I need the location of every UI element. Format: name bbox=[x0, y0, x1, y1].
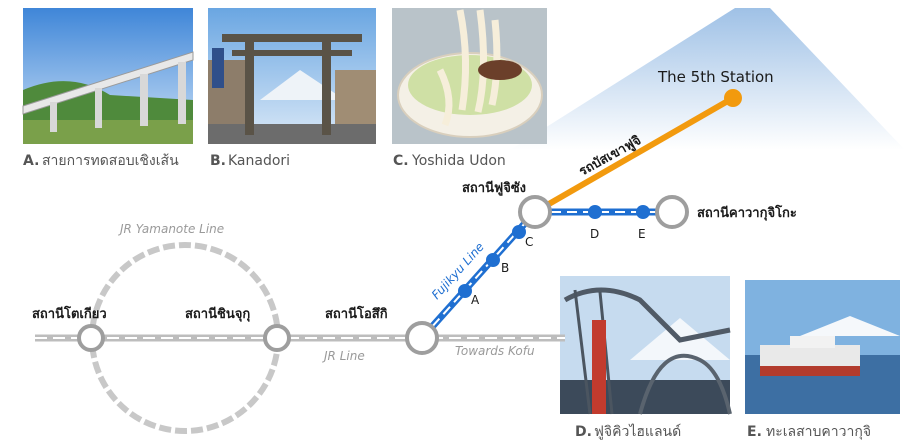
yamanote-line-label: JR Yamanote Line bbox=[118, 222, 224, 236]
photo-a-viaduct-icon bbox=[22, 8, 194, 144]
jr-line-label: JR Line bbox=[322, 349, 365, 363]
photo-d-letter: D. bbox=[575, 424, 592, 440]
photo-b-letter: B. bbox=[210, 153, 226, 169]
stop-c-marker bbox=[512, 225, 526, 239]
station-fujisan-marker bbox=[518, 195, 552, 229]
stop-e-marker bbox=[636, 205, 650, 219]
photo-c-udon-icon bbox=[392, 8, 547, 144]
photo-a-caption: สายการทดสอบเชิงเส้น bbox=[42, 153, 179, 169]
photo-e-letter: E. bbox=[747, 424, 762, 440]
photo-b-caption: Kanadori bbox=[228, 153, 290, 169]
station-otsuki-marker bbox=[405, 321, 439, 355]
stop-d-letter: D bbox=[590, 227, 599, 241]
stop-a-letter: A bbox=[471, 293, 480, 307]
photo-c-caption: Yoshida Udon bbox=[411, 153, 506, 169]
stop-c-letter: C bbox=[525, 235, 533, 249]
station-otsuki-label: สถานีโอสึกิ bbox=[325, 305, 388, 322]
stop-a-marker bbox=[458, 284, 472, 298]
fifth-station-label: The 5th Station bbox=[657, 68, 774, 86]
photo-d-caption: ฟูจิคิวไฮแลนด์ bbox=[594, 423, 681, 440]
stop-b-marker bbox=[486, 253, 500, 267]
stop-d-marker bbox=[588, 205, 602, 219]
photo-c-letter: C. bbox=[393, 153, 409, 169]
photo-b-torii-icon bbox=[208, 8, 376, 144]
station-fujisan-label: สถานีฟูจิซัง bbox=[462, 180, 526, 196]
photo-d-coaster-icon bbox=[560, 276, 732, 415]
fuji-bus-route bbox=[533, 95, 735, 215]
stop-b-letter: B bbox=[501, 261, 509, 275]
station-tokyo-marker bbox=[77, 324, 105, 352]
fifth-station-marker bbox=[724, 89, 742, 107]
station-kawaguchiko-label: สถานีคาวากุจิโกะ bbox=[697, 204, 797, 221]
station-kawaguchiko-marker bbox=[655, 195, 689, 229]
station-shinjuku-label: สถานีชินจุกุ bbox=[185, 306, 250, 322]
photo-a-letter: A. bbox=[23, 153, 39, 169]
mount-fuji-icon bbox=[510, 8, 905, 150]
station-tokyo-label: สถานีโตเกียว bbox=[32, 305, 107, 322]
stop-e-letter: E bbox=[638, 227, 646, 241]
station-shinjuku-marker bbox=[263, 324, 291, 352]
photo-e-caption: ทะเลสาบคาวากุจิ bbox=[766, 424, 871, 440]
photo-e-lake-icon bbox=[745, 280, 900, 414]
towards-kofu-label: Towards Kofu bbox=[455, 344, 535, 358]
